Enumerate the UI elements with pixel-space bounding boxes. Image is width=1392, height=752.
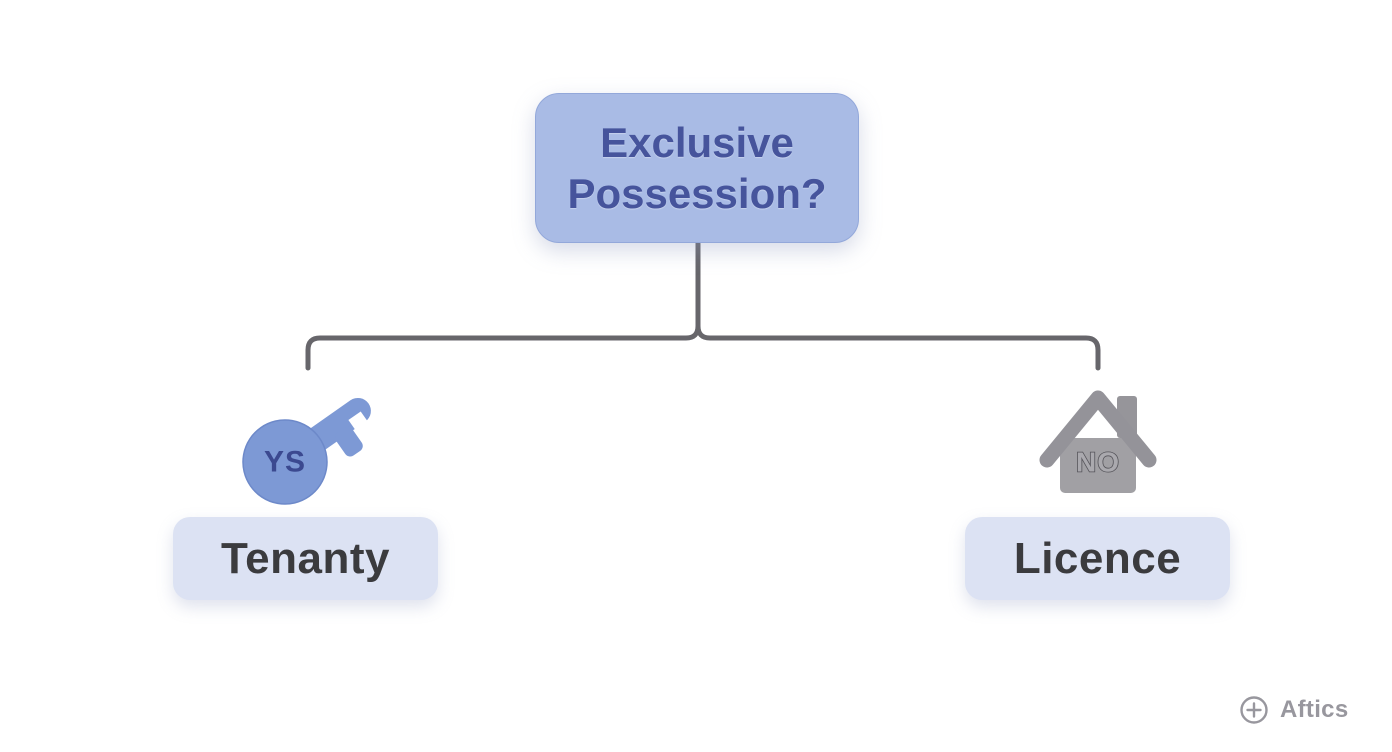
connector-left-branch — [305, 241, 701, 371]
watermark-label: Aftics — [1280, 696, 1349, 723]
plus-circle-icon — [1240, 696, 1268, 724]
licence-node-label: Licence — [1013, 533, 1182, 583]
node-licence: Licence — [965, 517, 1230, 600]
key-answer-label: YS — [264, 446, 306, 479]
node-tenancy: Tenanty — [173, 517, 438, 600]
watermark: Aftics — [1238, 694, 1348, 726]
node-exclusive-possession: Exclusive Possession? — [535, 93, 859, 243]
key-icon: YS — [242, 397, 371, 505]
house-answer-label: NO — [1076, 447, 1120, 478]
root-node-label: Exclusive Possession? — [567, 118, 827, 217]
house-icon: NO — [1039, 390, 1157, 493]
tenancy-node-label: Tenanty — [221, 533, 390, 583]
connector-right-branch — [695, 241, 1101, 371]
